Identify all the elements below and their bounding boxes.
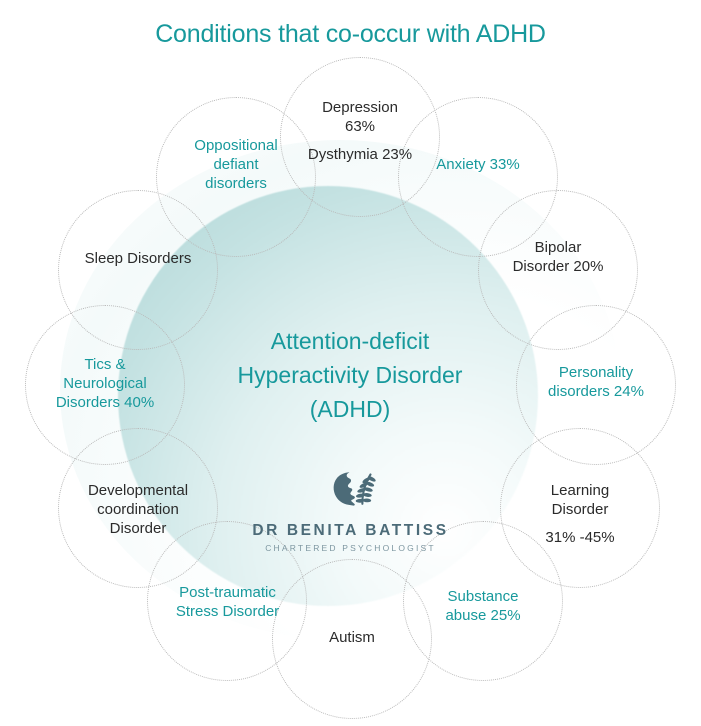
label-autism[interactable]: Autism	[282, 628, 422, 647]
label-line: 31% -45%	[545, 529, 615, 547]
label-learning-disorder[interactable]: Learning Disorder 31% -45%	[510, 481, 650, 548]
label-line: 63%	[344, 118, 376, 136]
label-line: defiant	[213, 156, 259, 174]
center-line: Hyperactivity Disorder	[237, 361, 463, 388]
label-anxiety[interactable]: Anxiety 33%	[408, 155, 548, 174]
petal-circle-learning-disorder	[500, 428, 660, 588]
label-substance-abuse[interactable]: Substance abuse 25%	[413, 587, 553, 625]
label-bipolar-disorder[interactable]: Bipolar Disorder 20%	[488, 238, 628, 276]
label-line: Disorders 40%	[55, 394, 155, 412]
label-line: Sleep Disorders	[84, 250, 192, 267]
label-line: Tics &	[84, 356, 126, 373]
label-line: Learning	[550, 482, 610, 499]
label-line: abuse 25%	[445, 607, 521, 625]
brand-logo: DR BENITA BATTISS CHARTERED PSYCHOLOGIST	[248, 470, 453, 553]
petal-circle-post-traumatic-stress-disorder	[147, 521, 307, 681]
petal-circle-oppositional-defiant-disorders	[156, 97, 316, 257]
label-spacer	[510, 519, 650, 528]
center-adhd-label: Attention-deficit Hyperactivity Disorder…	[160, 325, 540, 426]
label-tics-neurological-disorders[interactable]: Tics & Neurological Disorders 40%	[25, 355, 185, 413]
label-line: Stress Disorder	[175, 603, 280, 621]
logo-name: DR BENITA BATTISS	[252, 522, 449, 539]
label-line: Autism	[329, 629, 375, 646]
label-post-traumatic-stress-disorder[interactable]: Post-traumatic Stress Disorder	[150, 583, 305, 621]
center-line: Attention-deficit	[270, 328, 430, 354]
label-line: Disorder 20%	[512, 258, 604, 276]
petal-circle-sleep-disorders	[58, 190, 218, 350]
label-line: Depression	[322, 99, 398, 116]
label-line: coordination	[97, 501, 179, 519]
crescent-face-laurel-icon	[333, 472, 376, 506]
label-personality-disorders[interactable]: Personality disorders 24%	[526, 363, 666, 401]
label-sleep-disorders[interactable]: Sleep Disorders	[58, 249, 218, 268]
logo-subtitle: CHARTERED PSYCHOLOGIST	[265, 543, 436, 553]
label-line: Post-traumatic	[179, 584, 276, 601]
label-line: Disorder	[551, 501, 609, 519]
label-line: disorders	[205, 175, 267, 193]
label-line: Dysthymia 23%	[307, 146, 413, 164]
label-line: Developmental	[87, 482, 189, 499]
page-title: Conditions that co-occur with ADHD	[155, 20, 546, 48]
label-line: Disorder	[109, 520, 167, 538]
label-developmental-coordination-disorder[interactable]: Developmental coordination Disorder	[58, 481, 218, 539]
label-line: disorders 24%	[548, 383, 644, 401]
center-line: (ADHD)	[309, 395, 391, 422]
label-line: Neurological	[63, 375, 147, 393]
label-oppositional-defiant-disorders[interactable]: Oppositional defiant disorders	[156, 136, 316, 194]
label-depression[interactable]: Depression 63% Dysthymia 23%	[275, 98, 445, 165]
label-line: Personality	[558, 364, 634, 381]
label-line: Substance	[447, 588, 519, 605]
label-line: Bipolar	[534, 239, 582, 256]
label-line: Oppositional	[194, 137, 278, 154]
label-line: Anxiety 33%	[436, 156, 520, 173]
